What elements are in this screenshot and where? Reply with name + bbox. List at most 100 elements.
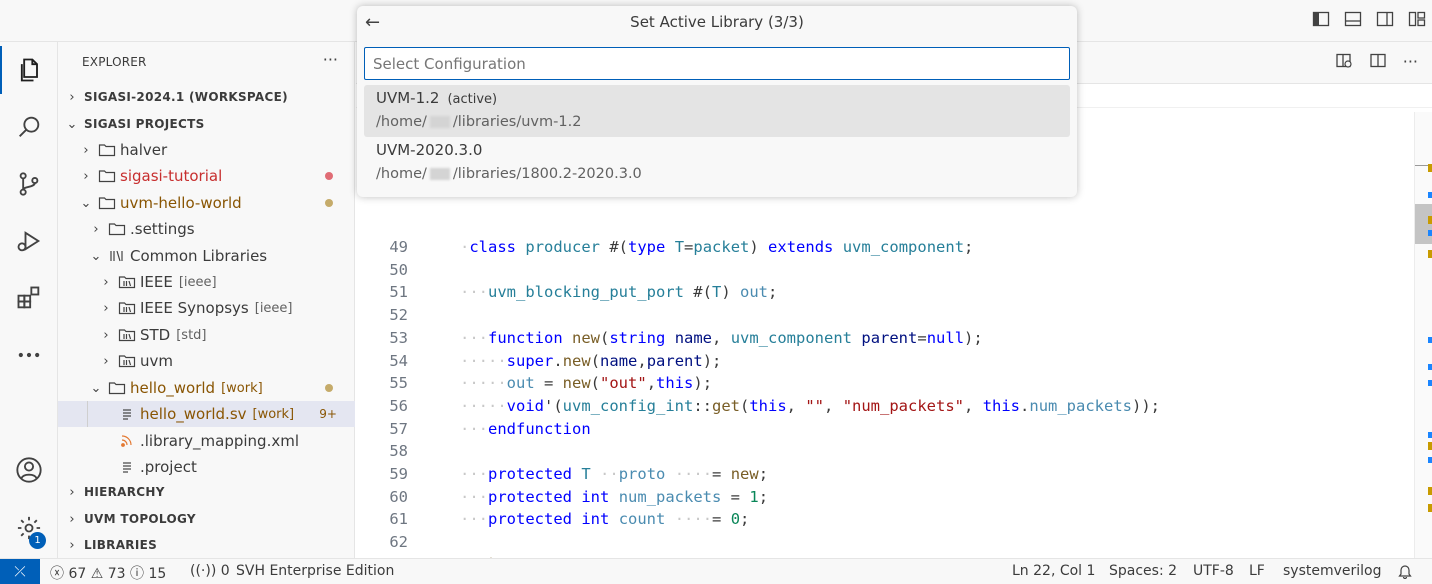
code-line: 55·····out = new("out",this);	[356, 372, 712, 394]
encoding[interactable]: UTF-8	[1193, 563, 1234, 579]
tree-item-label: SIGASI PROJECTS	[84, 117, 205, 131]
section-header[interactable]: ›LIBRARIES	[58, 532, 355, 558]
library-tag: [std]	[176, 327, 207, 343]
tree-item-label: IEEE	[140, 273, 173, 291]
error-icon: ⓧ	[50, 566, 64, 582]
tree-item[interactable]: ›halver	[58, 137, 355, 163]
line-number: 58	[389, 442, 408, 461]
code-text: ·····super.new(name,parent);	[460, 351, 722, 370]
chevron-right-icon: ›	[83, 142, 89, 158]
indentation[interactable]: Spaces: 2	[1109, 563, 1178, 579]
ports-indicator[interactable]: ((·)) 0	[190, 563, 230, 579]
indent-guide	[87, 401, 88, 427]
file-lines-icon	[118, 459, 136, 475]
search-icon[interactable]	[0, 103, 58, 151]
ruler-marker	[1428, 250, 1432, 258]
manage-gear-icon[interactable]: 1	[0, 504, 58, 552]
code-line: 58	[356, 440, 408, 462]
tree-item[interactable]: ›IEEE[ieee]	[58, 269, 355, 295]
configuration-search-input[interactable]	[364, 47, 1070, 80]
end-of-line[interactable]: LF	[1249, 563, 1265, 579]
tree-item-label: Common Libraries	[130, 247, 268, 265]
more-views-icon[interactable]	[0, 331, 58, 379]
update-badge: 1	[29, 532, 46, 549]
chevron-right-icon: ›	[69, 537, 75, 553]
folder-icon	[108, 221, 126, 237]
code-text: ···uvm_blocking_put_port #(T) out;	[460, 283, 778, 302]
explorer-more-actions-icon[interactable]: ···	[322, 50, 338, 69]
section-header[interactable]: ›UVM TOPOLOGY	[58, 506, 355, 532]
toggle-secondary-sidebar-icon[interactable]	[1376, 10, 1394, 28]
tree-item-label: SIGASI-2024.1 (WORKSPACE)	[84, 90, 288, 104]
tree-item[interactable]: ›.settings	[58, 216, 355, 242]
edition-label[interactable]: SVH Enterprise Edition	[236, 563, 395, 579]
toggle-panel-icon[interactable]	[1344, 10, 1362, 28]
quickpick-item[interactable]: UVM-2020.3.0 /home//libraries/1800.2-202…	[364, 137, 1070, 189]
source-control-icon[interactable]	[0, 160, 58, 208]
library-tag: [ieee]	[178, 274, 217, 290]
extensions-icon[interactable]	[0, 274, 58, 322]
tree-item[interactable]: ⌄uvm-hello-world	[58, 190, 355, 216]
line-number: 57	[389, 419, 408, 438]
section-header[interactable]: ›HIERARCHY	[58, 479, 355, 505]
language-mode[interactable]: systemverilog	[1283, 563, 1382, 579]
scrollbar-thumb[interactable]	[1415, 204, 1432, 244]
run-debug-icon[interactable]	[0, 217, 58, 265]
section-header[interactable]: ›SIGASI-2024.1 (WORKSPACE)	[58, 84, 355, 110]
status-dot	[325, 172, 333, 180]
section-header[interactable]: ⌄SIGASI PROJECTS	[58, 111, 355, 137]
notifications-bell-icon[interactable]	[1398, 563, 1412, 583]
problems-indicator[interactable]: ⓧ 67 ⚠ 73 ⓘ 15	[50, 563, 166, 583]
tree-item[interactable]: ›IEEE Synopsys[ieee]	[58, 295, 355, 321]
tree-item-label: sigasi-tutorial	[120, 167, 223, 185]
tree-item[interactable]: .project	[58, 454, 355, 480]
info-count: 15	[148, 566, 167, 582]
cursor-position[interactable]: Ln 22, Col 1	[1012, 563, 1096, 579]
ruler-marker	[1428, 230, 1432, 236]
ruler-marker	[1428, 164, 1432, 172]
library-icon	[108, 248, 126, 264]
quickpick-item[interactable]: UVM-1.2(active) /home//libraries/uvm-1.2	[364, 85, 1070, 137]
line-number: 61	[389, 510, 408, 529]
tree-item-label: uvm-hello-world	[120, 194, 242, 212]
tree-item[interactable]: ⌄Common Libraries	[58, 243, 355, 269]
tree-item[interactable]: hello_world.sv[work]9+	[58, 401, 355, 427]
problem-count-badge: 9+	[319, 407, 337, 421]
open-preview-icon[interactable]	[1335, 52, 1353, 74]
tree-item[interactable]: ⌄hello_world[work]	[58, 375, 355, 401]
line-number: 59	[389, 465, 408, 483]
tree-item[interactable]: ›sigasi-tutorial	[58, 163, 355, 189]
ruler-marker	[1428, 380, 1432, 386]
accounts-icon[interactable]	[0, 446, 58, 494]
folder-icon	[98, 195, 116, 211]
customize-layout-icon[interactable]	[1408, 10, 1426, 28]
code-text: ·····out = new("out",this);	[460, 374, 713, 393]
back-arrow-icon[interactable]: ←	[365, 12, 381, 33]
tree-item[interactable]: .library_mapping.xml	[58, 428, 355, 454]
folder-lib-icon	[118, 327, 136, 343]
broadcast-icon: ((·))	[190, 563, 217, 579]
tree-item-label: .project	[140, 458, 197, 476]
tree-item-label: hello_world	[130, 379, 216, 397]
code-text: ···endfunction	[460, 419, 591, 438]
ruler-marker	[1428, 364, 1432, 370]
folder-lib-icon	[118, 300, 136, 316]
editor-more-actions-icon[interactable]: ···	[1402, 52, 1418, 71]
ruler-marker	[1428, 192, 1432, 198]
code-text: ···protected int num_packets = 1;	[460, 487, 769, 506]
tree-item[interactable]: ›STD[std]	[58, 322, 355, 348]
ruler-cursor	[1415, 165, 1432, 166]
toggle-primary-sidebar-icon[interactable]	[1312, 10, 1330, 28]
line-number: 60	[389, 487, 408, 506]
overview-ruler[interactable]	[1414, 112, 1432, 558]
line-number: 50	[389, 260, 408, 279]
tree-item-label: UVM TOPOLOGY	[84, 512, 196, 526]
explorer-title: EXPLORER	[82, 55, 147, 69]
split-editor-icon[interactable]	[1369, 52, 1387, 74]
library-tag: [work]	[252, 406, 295, 422]
explorer-icon[interactable]	[0, 46, 58, 94]
remote-indicator-icon[interactable]: ⤫	[0, 558, 40, 584]
quickpick-title: Set Active Library (3/3)	[630, 13, 804, 31]
rss-icon	[118, 433, 136, 449]
tree-item[interactable]: ›uvm	[58, 348, 355, 374]
